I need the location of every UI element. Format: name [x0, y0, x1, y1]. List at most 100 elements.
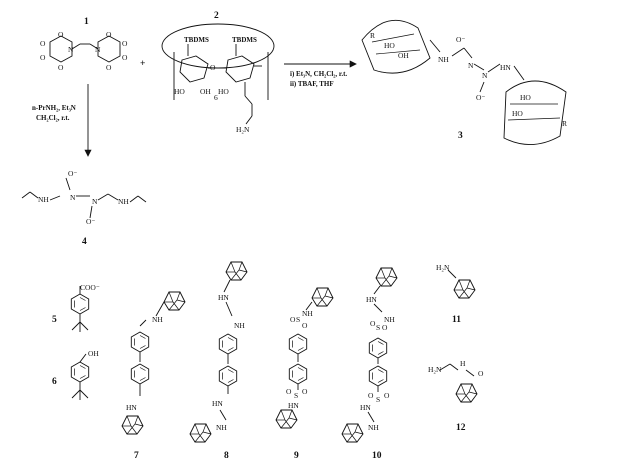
svg-text:O: O	[122, 39, 128, 48]
tbdms-label-a: TBDMS	[184, 36, 209, 44]
svg-text:S: S	[294, 391, 298, 400]
svg-text:O: O	[106, 63, 112, 72]
svg-text:O⁻: O⁻	[476, 93, 485, 102]
svg-text:OH: OH	[200, 87, 211, 96]
conditions-down-line-2: CH₂Cl₂, r.t.	[36, 114, 70, 122]
svg-text:O: O	[384, 391, 390, 400]
svg-text:O: O	[40, 39, 46, 48]
tbdms-label-b: TBDMS	[232, 36, 257, 44]
svg-text:H₂N: H₂N	[428, 365, 442, 374]
svg-text:HN: HN	[218, 293, 229, 302]
compound-9-number: 9	[294, 451, 299, 461]
compound-5-number: 5	[52, 315, 57, 325]
svg-text:HN: HN	[288, 401, 299, 410]
svg-text:NH: NH	[384, 315, 395, 324]
svg-text:O⁻: O⁻	[68, 169, 77, 178]
compound-5: COO⁻ 5	[52, 283, 100, 332]
svg-text:O: O	[286, 387, 292, 396]
svg-text:O⁻: O⁻	[456, 35, 465, 44]
svg-text:O: O	[382, 323, 388, 332]
svg-text:N: N	[468, 61, 474, 70]
glycosidic-oxygen: O	[210, 63, 216, 72]
amine-label: H₂N	[236, 125, 250, 134]
compound-2: 2 TBDMS TBDMS O HO OH HO 6 H₂N	[161, 11, 275, 134]
svg-text:NH: NH	[152, 315, 163, 324]
compound-6-number: 6	[52, 377, 57, 387]
cyclodextrin-torus-outline	[161, 23, 275, 69]
compound-9: NH O S O O S O HN 9	[275, 287, 334, 461]
svg-text:O: O	[370, 319, 376, 328]
svg-text:HO: HO	[520, 93, 531, 102]
compound-1-number: 1	[84, 17, 89, 27]
svg-text:HO: HO	[174, 87, 185, 96]
svg-text:O: O	[302, 321, 308, 330]
svg-text:H₂N: H₂N	[436, 263, 450, 272]
cyclodextrin-cone-b	[503, 80, 567, 145]
repeat-subscript: 6	[214, 93, 218, 102]
svg-text:HO: HO	[384, 41, 395, 50]
svg-text:O: O	[302, 387, 308, 396]
compound-12-number: 12	[456, 423, 466, 433]
svg-text:O: O	[106, 30, 112, 39]
svg-text:NH: NH	[38, 195, 49, 204]
compound-4-number: 4	[82, 237, 87, 247]
svg-text:HO: HO	[218, 87, 229, 96]
compound-12: H₂N H O 12	[428, 359, 484, 433]
svg-text:N: N	[70, 193, 76, 202]
compound-1: 1 O O O O N N O O O O	[40, 17, 128, 72]
svg-text:HN: HN	[212, 399, 223, 408]
svg-text:OH: OH	[88, 349, 99, 358]
svg-text:N: N	[95, 45, 101, 54]
svg-text:HO: HO	[512, 109, 523, 118]
compound-10: HN NH O S O O S O HN NH 10	[341, 267, 398, 461]
svg-text:HN: HN	[360, 403, 371, 412]
compound-11-number: 11	[452, 315, 461, 325]
svg-text:N: N	[92, 197, 98, 206]
svg-text:R: R	[370, 31, 375, 40]
compound-10-number: 10	[372, 451, 382, 461]
svg-text:OH: OH	[398, 51, 409, 60]
compound-3: R HO OH NH O⁻ N N O⁻ HN HO HO R 3	[361, 19, 567, 145]
svg-text:NH: NH	[118, 197, 129, 206]
svg-text:NH: NH	[234, 321, 245, 330]
compound-11: H₂N 11	[436, 263, 476, 325]
svg-text:S: S	[376, 395, 380, 404]
reaction-arrow-right: i) Et₃N, CH₂Cl₂, r.t. ii) TBAF, THF	[284, 60, 357, 88]
compound-4: O⁻ NH N N NH O⁻ 4	[21, 169, 147, 247]
svg-text:O: O	[58, 30, 64, 39]
svg-text:NH: NH	[438, 55, 449, 64]
reaction-arrow-down: n-PrNH₂, Et₃N CH₂Cl₂, r.t.	[32, 84, 92, 157]
compound-6: OH 6	[52, 349, 99, 400]
svg-text:NH: NH	[302, 309, 313, 318]
svg-text:NH: NH	[368, 423, 379, 432]
conditions-line-2: ii) TBAF, THF	[290, 80, 334, 88]
svg-text:S: S	[296, 315, 300, 324]
svg-text:COO⁻: COO⁻	[80, 283, 100, 292]
compound-3-number: 3	[458, 131, 463, 141]
svg-text:HN: HN	[500, 63, 511, 72]
svg-text:NH: NH	[216, 423, 227, 432]
svg-text:O: O	[40, 53, 46, 62]
svg-text:O: O	[290, 315, 296, 324]
svg-text:O⁻: O⁻	[86, 217, 95, 226]
svg-text:O: O	[58, 63, 64, 72]
compound-8-number: 8	[224, 451, 229, 461]
svg-text:O: O	[122, 53, 128, 62]
svg-text:N: N	[482, 71, 488, 80]
svg-text:HN: HN	[366, 295, 377, 304]
compound-8: HN NH HN NH 8	[189, 261, 248, 461]
svg-text:R: R	[562, 119, 567, 128]
svg-text:H: H	[460, 359, 466, 368]
svg-text:S: S	[376, 323, 380, 332]
plus-sign: +	[140, 59, 145, 69]
svg-text:O: O	[368, 391, 374, 400]
svg-text:O: O	[478, 369, 484, 378]
svg-text:HN: HN	[126, 403, 137, 412]
compound-7-number: 7	[134, 451, 139, 461]
compound-7: NH HN 7	[121, 291, 186, 461]
svg-text:N: N	[68, 45, 74, 54]
conditions-line-1: i) Et₃N, CH₂Cl₂, r.t.	[290, 70, 347, 78]
compound-2-number: 2	[214, 11, 219, 21]
cyclodextrin-cone-a	[361, 19, 431, 74]
